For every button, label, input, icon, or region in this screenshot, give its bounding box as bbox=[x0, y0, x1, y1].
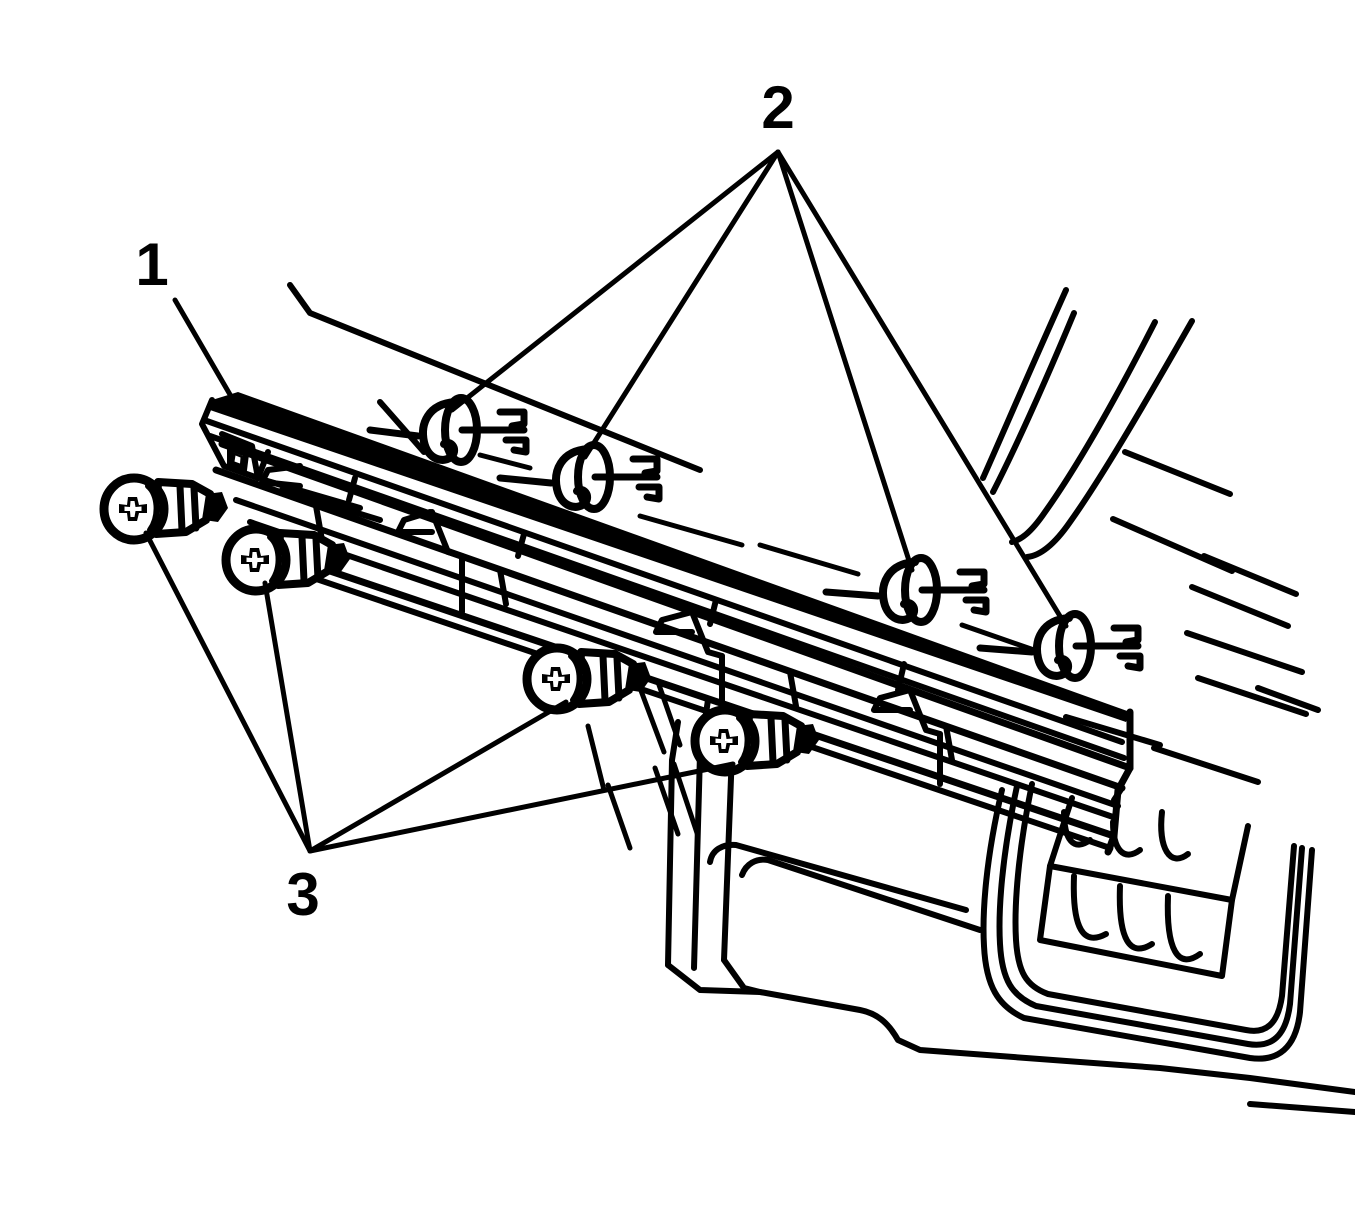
leader-2-1 bbox=[582, 149, 781, 460]
screw-2 bbox=[221, 524, 350, 596]
leader-3-1 bbox=[262, 580, 313, 854]
callout-leader-lines bbox=[143, 149, 1069, 854]
callout-label-3: 3 bbox=[286, 861, 319, 928]
leader-3-3 bbox=[307, 761, 736, 854]
screws bbox=[99, 473, 819, 777]
leader-1-0 bbox=[172, 297, 235, 401]
retainer-clip-4 bbox=[976, 610, 1144, 682]
retainer-clip-3 bbox=[822, 554, 990, 626]
callout-label-2: 2 bbox=[761, 74, 794, 141]
vent-grille bbox=[980, 781, 1315, 1062]
body-panel bbox=[287, 282, 1355, 1115]
leader-2-0 bbox=[449, 149, 781, 413]
retainer-clips bbox=[366, 394, 1144, 682]
trim-molding bbox=[199, 392, 1134, 856]
screw-3 bbox=[522, 643, 651, 715]
screw-1 bbox=[99, 473, 228, 545]
retainer-clip-1 bbox=[366, 394, 530, 466]
leader-2-3 bbox=[775, 149, 1069, 629]
leader-2-2 bbox=[775, 149, 915, 573]
leader-3-0 bbox=[143, 530, 313, 854]
leader-3-2 bbox=[307, 699, 569, 854]
callout-label-1: 1 bbox=[135, 231, 168, 298]
screw-4 bbox=[690, 705, 819, 777]
